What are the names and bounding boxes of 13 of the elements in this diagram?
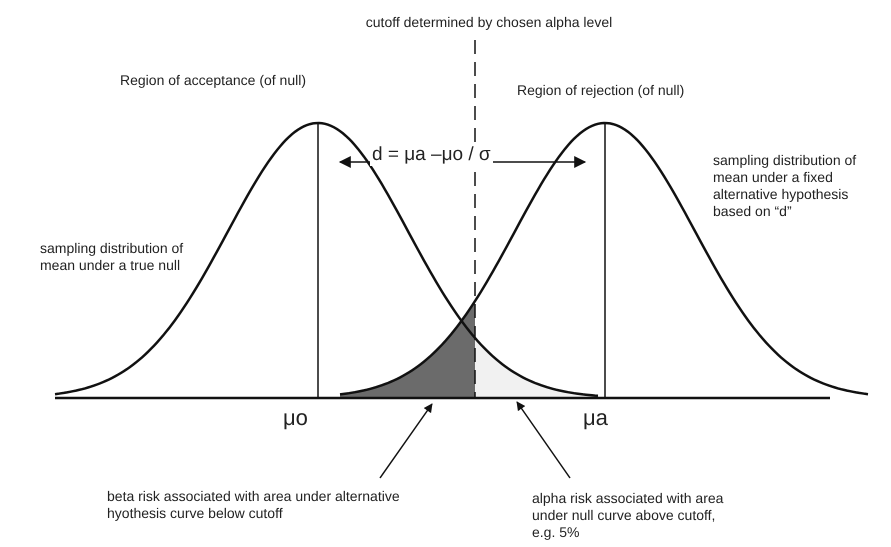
leader-arrow bbox=[379, 403, 433, 478]
curve-description: sampling distribution of mean under a fixed alternative hypothesis based on “d” bbox=[713, 152, 858, 220]
curve-description: sampling distribution of mean under a true null bbox=[40, 240, 184, 274]
annotation-text: beta risk associated with area under alternative hyothesis curve below cutoff bbox=[107, 488, 402, 522]
formula-label: d = μa –μo / σ bbox=[370, 144, 493, 166]
region-label: Region of acceptance (of null) bbox=[120, 72, 306, 89]
mean-symbol: μa bbox=[583, 405, 608, 430]
tail-area bbox=[475, 338, 600, 398]
region-label: Region of rejection (of null) bbox=[517, 82, 684, 99]
leader-arrow bbox=[516, 401, 571, 478]
mean-symbol: μo bbox=[283, 405, 308, 430]
caption-text: cutoff determined by chosen alpha level bbox=[364, 14, 614, 31]
annotation-text: alpha risk associated with area under null curve above cutoff, e.g. 5% bbox=[532, 490, 737, 541]
